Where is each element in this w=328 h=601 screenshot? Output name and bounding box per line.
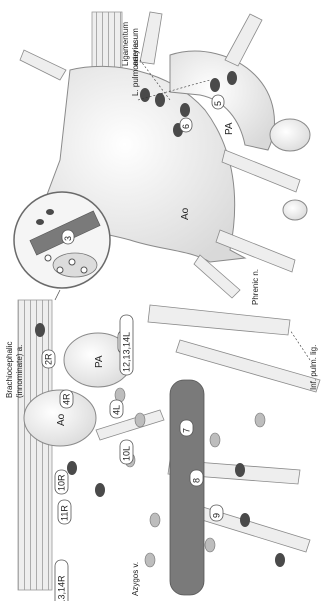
- lower-branch-2: [148, 305, 290, 335]
- station-label: 12,13,14R: [57, 575, 67, 601]
- station-label: 2R: [44, 353, 54, 365]
- node-light: [255, 413, 265, 427]
- station-label: 8: [192, 478, 202, 483]
- node-dark: [240, 513, 250, 527]
- node-light: [135, 413, 145, 427]
- station-tag-4r: 4R: [60, 390, 73, 408]
- node-light: [145, 553, 155, 567]
- pa-label-upper: PA: [224, 122, 235, 135]
- upper-branch-3: [225, 14, 262, 66]
- inf-pulm-label: Inf. pulm. lig.: [309, 345, 318, 390]
- azygos-label: Azygos v.: [131, 562, 140, 596]
- station-tag: 5: [212, 95, 224, 109]
- upper-vessel-stump: [270, 119, 310, 151]
- station-label: 12,13,14L: [122, 332, 132, 372]
- station-tag-7: 7: [180, 420, 193, 436]
- esophagus: [170, 380, 204, 595]
- phrenic-label: Phrenic n.: [251, 269, 260, 305]
- station-tag-4l: 4L: [110, 400, 123, 418]
- station-tag-10r: 10R: [55, 470, 68, 494]
- pulmonary-label: L. pulmonary a.: [131, 41, 140, 96]
- node-light: [150, 513, 160, 527]
- node-light: [205, 538, 215, 552]
- station-tag-8: 8: [190, 470, 203, 486]
- pa-label-lower: PA: [94, 355, 105, 368]
- station-tag-2r: 2R: [42, 350, 55, 368]
- station-tag: 6: [180, 118, 192, 132]
- station-tag-121314r: 12,13,14R: [55, 560, 68, 601]
- upper-vessel-stump-2: [283, 200, 307, 220]
- station-tag-10l: 10L: [120, 440, 133, 464]
- magnifier-inset: [14, 192, 110, 300]
- node-dark: [140, 88, 150, 102]
- lower-panel: Brachiocephalic (innominate) a. Azygos v…: [5, 300, 320, 596]
- station-label: 4R: [62, 393, 72, 405]
- ligamentum-label-1: Ligamentum: [121, 22, 130, 66]
- station-tag-121314l: 12,13,14L: [120, 315, 133, 375]
- station-label: 9: [212, 513, 222, 518]
- upper-panel: Ligamentum arteriosum L. pulmonary a. Ao…: [14, 12, 310, 305]
- svg-text:5: 5: [213, 101, 223, 106]
- station-tag-9: 9: [210, 505, 223, 521]
- station-label: 10L: [122, 446, 132, 461]
- svg-text:3: 3: [63, 236, 73, 241]
- station-tag-11r: 11R: [58, 500, 71, 524]
- brachiocephalic-label-2: (innominate) a.: [15, 345, 24, 398]
- upper-branch-2: [140, 12, 162, 64]
- station-label: 10R: [57, 474, 67, 491]
- station-label: 7: [182, 428, 192, 433]
- node-dark: [210, 78, 220, 92]
- node-dark: [67, 461, 77, 475]
- node-light: [210, 433, 220, 447]
- node-dark: [235, 463, 245, 477]
- ao-label-lower: Ao: [56, 413, 67, 426]
- node-dark: [227, 71, 237, 85]
- ao-label-upper: Ao: [180, 207, 191, 220]
- node-dark: [180, 103, 190, 117]
- station-tag: 3: [62, 230, 74, 244]
- node-dark: [95, 483, 105, 497]
- node-dark: [35, 323, 45, 337]
- svg-text:6: 6: [181, 124, 191, 129]
- upper-branch-1: [20, 50, 66, 80]
- lower-branch-1: [96, 410, 164, 440]
- brachiocephalic-label-1: Brachiocephalic: [5, 342, 14, 398]
- station-label: 4L: [112, 405, 122, 415]
- trachea-lower: [18, 300, 52, 590]
- leader-line: [290, 330, 310, 360]
- node-dark: [155, 93, 165, 107]
- node-dark: [275, 553, 285, 567]
- station-label: 11R: [60, 505, 70, 521]
